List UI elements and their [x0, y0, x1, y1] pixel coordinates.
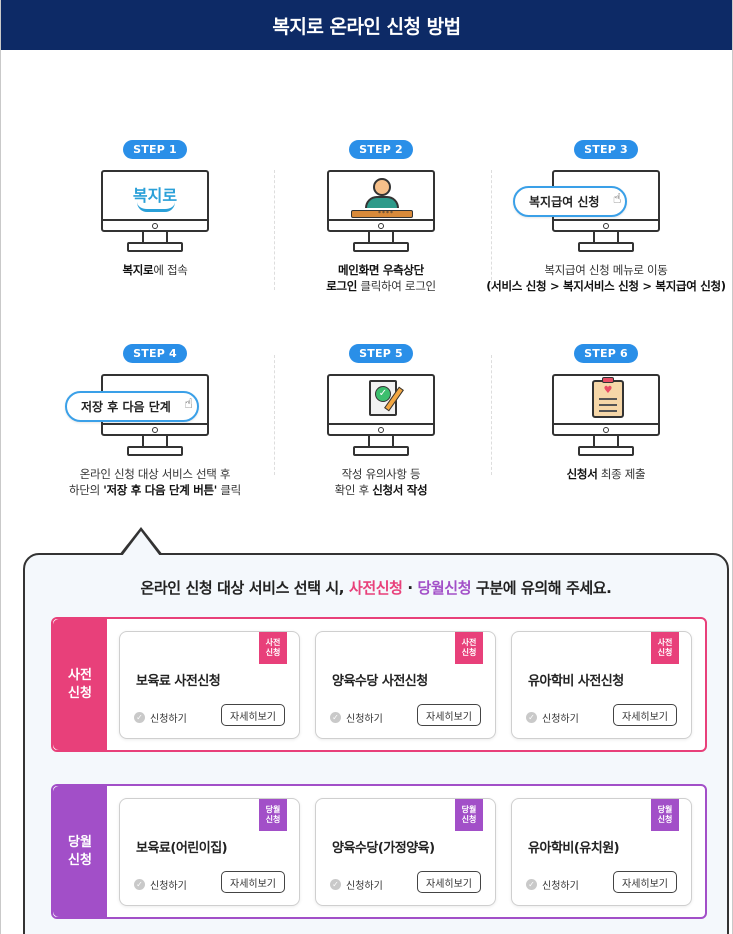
group-pre-application: 사전 신청 사전 신청 보육료 사전신청 ✓신청하기 자세히보기 사전 신청 양… — [51, 617, 707, 752]
page-title: 복지로 온라인 신청 방법 — [272, 15, 461, 38]
service-name: 양육수당 사전신청 — [332, 674, 428, 689]
service-card: 사전 신청 양육수당 사전신청 ✓신청하기 자세히보기 — [315, 631, 496, 739]
user-icon — [373, 178, 391, 196]
status-badge: 당월 신청 — [259, 799, 287, 831]
step-badge: STEP 6 — [574, 344, 638, 363]
service-name: 보육료(어린이집) — [136, 841, 228, 856]
apply-checkbox[interactable]: ✓신청하기 — [330, 710, 383, 725]
details-button[interactable]: 자세히보기 — [417, 871, 481, 893]
step-caption: 작성 유의사항 등 확인 후 신청서 작성 — [334, 467, 428, 497]
step-caption: 신청서 최종 제출 — [566, 467, 646, 481]
step-6: STEP 6 ♥ 신청서 최종 제출 — [486, 342, 726, 482]
apply-checkbox[interactable]: ✓신청하기 — [526, 710, 579, 725]
group-current-month: 당월 신청 당월 신청 보육료(어린이집) ✓신청하기 자세히보기 당월 신청 … — [51, 784, 707, 919]
check-icon: ✓ — [526, 879, 537, 890]
service-name: 유아학비(유치원) — [528, 841, 620, 856]
step-badge: STEP 4 — [123, 344, 187, 363]
monitor-icon: 복지급여 신청 ☝ — [513, 170, 660, 252]
check-icon: ✓ — [134, 712, 145, 723]
check-icon: ✓ — [526, 712, 537, 723]
group-label: 사전 신청 — [53, 619, 107, 750]
service-card: 당월 신청 양육수당(가정양육) ✓신청하기 자세히보기 — [315, 798, 496, 906]
service-card: 당월 신청 보육료(어린이집) ✓신청하기 자세히보기 — [119, 798, 300, 906]
details-button[interactable]: 자세히보기 — [613, 704, 677, 726]
page-header: 복지로 온라인 신청 방법 — [1, 0, 732, 50]
service-name: 유아학비 사전신청 — [528, 674, 624, 689]
monitor-icon: ✓ — [327, 374, 435, 456]
step-badge: STEP 5 — [349, 344, 413, 363]
step-badge: STEP 3 — [574, 140, 638, 159]
details-button[interactable]: 자세히보기 — [221, 704, 285, 726]
service-card: 사전 신청 유아학비 사전신청 ✓신청하기 자세히보기 — [511, 631, 692, 739]
step-caption: 복지급여 신청 메뉴로 이동 (서비스 신청 > 복지서비스 신청 > 복지급여… — [486, 263, 726, 293]
apply-welfare-pill: 복지급여 신청 ☝ — [513, 186, 628, 217]
apply-checkbox[interactable]: ✓신청하기 — [330, 877, 383, 892]
apply-checkbox[interactable]: ✓신청하기 — [134, 877, 187, 892]
step-caption: 메인화면 우측상단 로그인 클릭하여 로그인 — [326, 263, 436, 293]
status-badge: 사전 신청 — [455, 632, 483, 664]
group-label: 당월 신청 — [53, 786, 107, 917]
step-4: STEP 4 저장 후 다음 단계 ☝ 온라인 신청 대상 서비스 선택 후 하… — [35, 342, 275, 498]
monitor-icon: ♥ — [552, 374, 660, 456]
step-caption: 복지로에 접속 — [122, 263, 188, 277]
step-badge: STEP 2 — [349, 140, 413, 159]
login-bar-icon: **** — [351, 210, 413, 218]
step-3: STEP 3 복지급여 신청 ☝ 복지급여 신청 메뉴로 이동 (서비스 신청 … — [486, 138, 726, 294]
hand-pointer-icon: ☝ — [612, 191, 622, 207]
apply-checkbox[interactable]: ✓신청하기 — [134, 710, 187, 725]
monitor-icon: **** — [327, 170, 435, 252]
step-2: STEP 2 **** 메인화면 우측상단 로그인 클릭하여 로그인 — [261, 138, 501, 294]
notice-panel: 온라인 신청 대상 서비스 선택 시, 사전신청 · 당월신청 구분에 유의해 … — [23, 553, 729, 934]
details-button[interactable]: 자세히보기 — [221, 871, 285, 893]
status-badge: 사전 신청 — [259, 632, 287, 664]
service-name: 양육수당(가정양육) — [332, 841, 435, 856]
status-badge: 당월 신청 — [651, 799, 679, 831]
check-icon: ✓ — [330, 712, 341, 723]
apply-checkbox[interactable]: ✓신청하기 — [526, 877, 579, 892]
divider — [274, 355, 275, 475]
check-icon: ✓ — [330, 879, 341, 890]
notice-title: 온라인 신청 대상 서비스 선택 시, 사전신청 · 당월신청 구분에 유의해 … — [140, 579, 612, 597]
monitor-icon: 복지로 — [101, 170, 209, 252]
step-1: STEP 1 복지로 복지로에 접속 — [35, 138, 275, 278]
clipboard-icon: ♥ — [592, 377, 624, 418]
details-button[interactable]: 자세히보기 — [417, 704, 481, 726]
step-badge: STEP 1 — [123, 140, 187, 159]
divider — [491, 170, 492, 290]
service-card: 사전 신청 보육료 사전신청 ✓신청하기 자세히보기 — [119, 631, 300, 739]
monitor-icon: 저장 후 다음 단계 ☝ — [65, 374, 209, 456]
service-card: 당월 신청 유아학비(유치원) ✓신청하기 자세히보기 — [511, 798, 692, 906]
details-button[interactable]: 자세히보기 — [613, 871, 677, 893]
save-next-pill: 저장 후 다음 단계 ☝ — [65, 391, 199, 422]
status-badge: 사전 신청 — [651, 632, 679, 664]
service-name: 보육료 사전신청 — [136, 674, 221, 689]
step-caption: 온라인 신청 대상 서비스 선택 후 하단의 '저장 후 다음 단계 버튼' 클… — [69, 467, 241, 497]
check-icon: ✓ — [134, 879, 145, 890]
status-badge: 당월 신청 — [455, 799, 483, 831]
hand-pointer-icon: ☝ — [184, 396, 193, 412]
bokjiro-logo-icon: 복지로 — [132, 186, 178, 205]
divider — [274, 170, 275, 290]
step-5: STEP 5 ✓ 작성 유의사항 등 확인 후 신청서 작성 — [261, 342, 501, 498]
divider — [491, 355, 492, 475]
